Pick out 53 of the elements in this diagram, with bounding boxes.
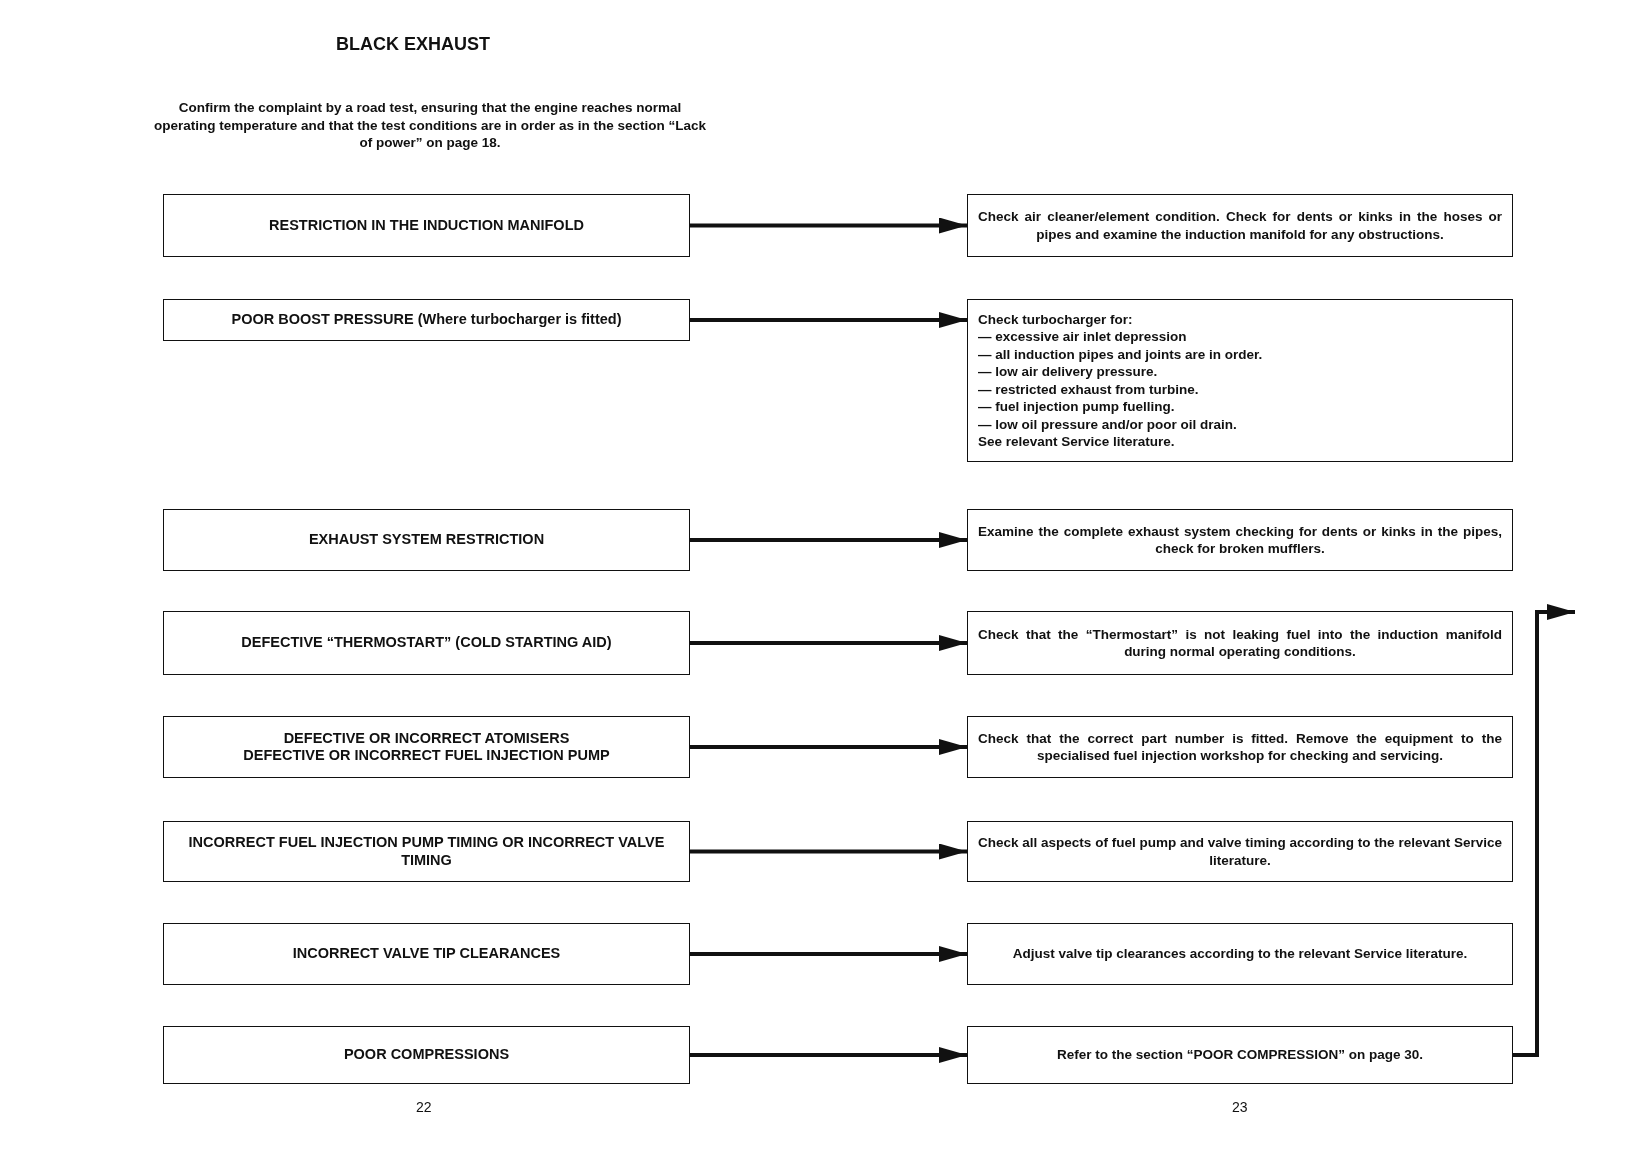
remedy-box: [967, 509, 1513, 571]
arrow: [690, 946, 967, 962]
remedy-text: Check turbocharger for:: [978, 310, 1134, 328]
title: BLACK EXHAUST: [336, 34, 490, 55]
remedy-text: — low oil pressure and/or poor oil drain.: [978, 415, 1238, 433]
remedy-text: Adjust valve tip clearances according to the relevant Service literature.: [1011, 945, 1469, 963]
fault-box: [163, 509, 690, 571]
remedy-text: Refer to the section “POOR COMPRESSION” on page 30.: [1055, 1046, 1425, 1064]
remedy-text: Check that the “Thermostart” is not leaking fuel into the induction manifold during normal operating conditions.: [978, 625, 1502, 661]
arrow: [690, 217, 967, 234]
intro-paragraph: Confirm the complaint by a road test, ensuring that the engine reaches normal operating temperature and that the test conditions are in order as in the section “Lack of power” on page 18.: [152, 99, 708, 152]
fault-box: [163, 1026, 690, 1084]
remedy-text: — excessive air inlet depression: [978, 328, 1188, 346]
fault-box: [163, 923, 690, 985]
fault-box: [163, 194, 690, 257]
remedy-text: — low air delivery pressure.: [978, 363, 1159, 381]
arrow: [690, 532, 967, 548]
fault-text: INCORRECT FUEL INJECTION PUMP TIMING OR INCORRECT VALVE TIMING: [187, 834, 666, 869]
fault-text: RESTRICTION IN THE INDUCTION MANIFOLD: [269, 216, 584, 235]
remedy-text: — fuel injection pump fuelling.: [978, 398, 1176, 416]
remedy-box: [967, 194, 1513, 257]
fault-text: POOR BOOST PRESSURE (Where turbocharger is fitted): [231, 311, 622, 329]
remedy-box: [967, 821, 1513, 882]
fault-text: DEFECTIVE OR INCORRECT FUEL INJECTION PUMP: [243, 747, 610, 765]
arrow: [690, 312, 967, 328]
remedy-text: Check air cleaner/element condition. Check for dents or kinks in the hoses or pipes and examine the induction manifold for any obstructions.: [978, 208, 1502, 243]
remedy-text: — restricted exhaust from turbine.: [978, 380, 1200, 398]
remedy-text: Check that the correct part number is fitted. Remove the equipment to the specialised fuel injection workshop for checking and servicing.: [978, 729, 1502, 765]
remedy-box: [967, 716, 1513, 778]
fault-text: POOR COMPRESSIONS: [343, 1046, 510, 1064]
fault-text: INCORRECT VALVE TIP CLEARANCES: [292, 945, 561, 963]
remedy-text: Check all aspects of fuel pump and valve timing according to the relevant Service literature.: [978, 834, 1502, 869]
remedy-box: [967, 1026, 1513, 1084]
arrow: [1513, 604, 1575, 1057]
fault-box: [163, 299, 690, 341]
remedy-box: [967, 299, 1513, 462]
fault-box: [163, 611, 690, 675]
remedy-text: — all induction pipes and joints are in order.: [978, 345, 1264, 363]
remedy-text: Examine the complete exhaust system checking for dents or kinks in the pipes, check for broken mufflers.: [978, 522, 1502, 558]
remedy-box: [967, 923, 1513, 985]
page-number: 23: [1232, 1099, 1248, 1115]
page-number: 22: [416, 1099, 432, 1115]
remedy-box: [967, 611, 1513, 675]
fault-text: DEFECTIVE “THERMOSTART” (COLD STARTING AID): [241, 634, 612, 652]
fault-text: EXHAUST SYSTEM RESTRICTION: [308, 531, 545, 549]
fault-box: [163, 716, 690, 778]
arrow: [690, 843, 967, 860]
fault-box: [163, 821, 690, 882]
arrow: [690, 1047, 967, 1063]
arrow: [690, 739, 967, 755]
arrow: [690, 635, 967, 651]
remedy-text: See relevant Service literature.: [978, 433, 1176, 451]
fault-text: DEFECTIVE OR INCORRECT ATOMISERS: [283, 729, 570, 747]
